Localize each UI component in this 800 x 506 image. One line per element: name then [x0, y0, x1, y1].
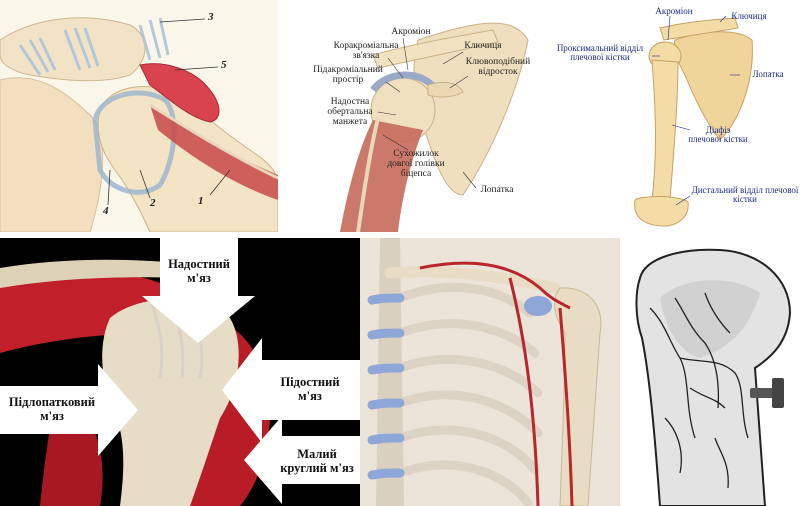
rotator-cuff-illustration — [0, 238, 360, 506]
label-subacromial-space: Підакроміальний простір — [313, 65, 383, 85]
panel-shoulder-anatomy: Акроміон Коракроміальна зв'язка Ключиця … — [278, 0, 540, 232]
arrow-teres-minor — [244, 416, 360, 504]
label-1: 1 — [198, 195, 204, 207]
label-biceps-tendon: Сухожилок довгої голівки біцепса — [387, 149, 445, 179]
humeral-fracture-illustration — [635, 248, 792, 506]
panel-rotator-cuff-muscles: Надостний м'яз Підостний м'яз Підлопатко… — [0, 238, 360, 506]
arrow-supraspinatus — [142, 238, 255, 343]
label-supraspinatus: Надостний м'яз — [168, 257, 230, 285]
label-acromion-humerus: Акроміон — [655, 6, 693, 16]
label-rotator-cuff: Надостна обертальна манжета — [327, 97, 373, 127]
shoulder-joint-illustration — [0, 0, 278, 232]
label-acromion: Акроміон — [391, 27, 431, 37]
label-scapula: Лопатка — [480, 185, 514, 195]
label-clavicle-humerus: Ключиця — [731, 11, 767, 21]
label-clavicle: Ключиця — [464, 41, 502, 51]
label-scapula-humerus: Лопатка — [752, 69, 784, 79]
rib-cage-illustration — [360, 238, 620, 506]
panel-humerus-scapula: Акроміон Ключиця Проксимальний відділ пл… — [540, 0, 800, 232]
label-humerus-diaphysis: Діафіз плечової кістки — [688, 125, 748, 145]
label-5: 5 — [221, 59, 227, 71]
humerus-scapula-illustration — [634, 15, 753, 227]
label-coracoacromial-ligament: Коракроміальна зв'язка — [333, 41, 399, 61]
label-3: 3 — [208, 11, 214, 23]
arrow-subscapularis — [0, 364, 138, 456]
label-2: 2 — [150, 197, 156, 209]
label-proximal-humerus: Проксимальний відділ плечової кістки — [556, 43, 644, 63]
arrow-infraspinatus — [222, 338, 360, 443]
label-infraspinatus: Підостний м'яз — [280, 375, 340, 403]
panel-shoulder-joint-ligaments: 3 5 1 2 4 — [0, 0, 278, 232]
label-distal-humerus: Дистальний відділ плечової кістки — [691, 185, 799, 205]
label-4: 4 — [103, 205, 109, 217]
panel-humerus-fracture — [620, 238, 800, 506]
label-teres-minor: Малий круглий м'яз — [280, 447, 354, 475]
label-subscapularis: Підлопатковий м'яз — [8, 395, 96, 423]
label-coracoid-process: Клювоподібний відросток — [465, 57, 531, 77]
shoulder-anatomy-illustration — [340, 22, 529, 232]
panel-chest-ribs-arteries — [360, 238, 620, 506]
